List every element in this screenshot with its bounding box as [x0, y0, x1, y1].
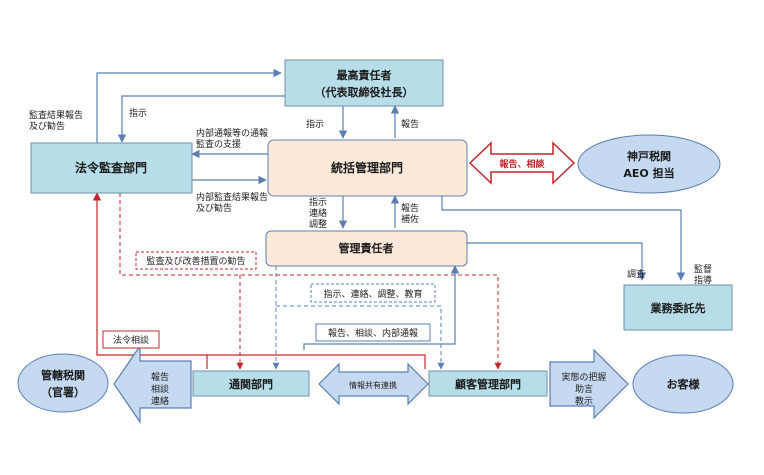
outsourcing-label: 業務委託先 — [650, 301, 706, 315]
manager-box[interactable]: 管理責任者 — [265, 230, 468, 267]
instruct-edu-labelbox: 指示、連絡、調整、教育 — [310, 283, 436, 303]
manager-label: 管理責任者 — [339, 241, 394, 255]
customer-ellipse[interactable]: お客様 — [632, 354, 734, 414]
to-customs-arrow: 報告 相談 連絡 — [113, 344, 192, 424]
report-consult-double-arrow: 報告、相談 — [468, 141, 576, 185]
red-connectors — [92, 192, 426, 369]
audit-report-line1: 監査結果報告 — [29, 109, 83, 121]
report-internal-labelbox: 報告、相談、内部通報 — [315, 323, 431, 342]
info-share-label: 情報共有連携 — [349, 380, 397, 390]
ceo-subtitle: （代表取締役社長） — [315, 85, 414, 99]
to-customer-line2: 助言 — [575, 383, 593, 395]
to-customs-line2: 相談 — [151, 383, 169, 395]
report-consult-label: 報告、相談 — [499, 158, 545, 170]
to-customs-line1: 報告 — [151, 371, 169, 383]
ceo-title: 最高責任者 — [337, 68, 392, 82]
ceo-box[interactable]: 最高責任者 （代表取締役社長） — [284, 59, 444, 107]
kobe-customs-name: 神戸税関 — [627, 149, 671, 163]
report-assist-2: 補佐 — [401, 213, 419, 225]
legal-consult-label: 法令相談 — [113, 334, 149, 346]
internal-audit-line1: 内部監査結果報告 — [196, 191, 268, 203]
legal-consult-labelbox: 法令相談 — [102, 330, 160, 349]
internal-report-line2: 監査の支援 — [196, 138, 241, 150]
instruct-ceo-label: 指示 — [129, 107, 147, 119]
general-mgmt-label: 統括管理部門 — [331, 160, 403, 175]
blue-dashed-connectors — [272, 266, 445, 370]
instruct-general-label: 指示 — [306, 118, 324, 130]
instruct-edu-label: 指示、連絡、調整、教育 — [323, 288, 422, 300]
jurisdiction-sub: （官署） — [41, 385, 85, 399]
supervise-2: 指導 — [694, 274, 712, 286]
legal-audit-box[interactable]: 法令監査部門 — [30, 142, 193, 194]
to-customer-line1: 実態の把握 — [561, 371, 606, 383]
kobe-customs-sub: AEO 担当 — [623, 166, 674, 180]
to-customer-line3: 教示 — [575, 395, 593, 407]
audit-report-line2: 及び勧告 — [29, 120, 65, 132]
jurisdiction-ellipse[interactable]: 管轄税関 （官署） — [17, 353, 109, 413]
customs-dept-label: 通関部門 — [229, 377, 273, 391]
instruct-liaise-1: 指示 — [309, 196, 327, 208]
customer-label: お客様 — [667, 377, 701, 391]
customer-mgmt-label: 顧客管理部門 — [455, 377, 521, 391]
internal-audit-line2: 及び勧告 — [196, 202, 232, 214]
report-ceo-label: 報告 — [401, 118, 419, 130]
customs-dept-box[interactable]: 通関部門 — [192, 370, 310, 397]
report-internal-label: 報告、相談、内部通報 — [328, 327, 418, 339]
blue-connectors — [96, 68, 686, 350]
general-mgmt-box[interactable]: 統括管理部門 — [267, 139, 468, 197]
report-assist-1: 報告 — [401, 202, 419, 214]
instruct-liaise-2: 連絡 — [309, 207, 327, 219]
audit-improve-label: 監査及び改善措置の勧告 — [146, 255, 245, 267]
survey-label: 調査 — [627, 268, 645, 280]
audit-improve-labelbox: 監査及び改善措置の勧告 — [135, 251, 257, 270]
customer-mgmt-box[interactable]: 顧客管理部門 — [428, 370, 548, 397]
instruct-liaise-3: 調整 — [309, 218, 327, 230]
info-share-double-arrow: 情報共有連携 — [318, 362, 429, 406]
red-dashed-connectors — [119, 193, 502, 370]
jurisdiction-name: 管轄税関 — [41, 368, 85, 382]
internal-report-line1: 内部通報等の通報 — [196, 127, 268, 139]
to-customer-arrow: 実態の把握 助言 教示 — [549, 348, 629, 420]
supervise-1: 監督 — [694, 263, 712, 275]
to-customs-line3: 連絡 — [151, 395, 169, 407]
outsourcing-box[interactable]: 業務委託先 — [623, 284, 733, 331]
kobe-customs-ellipse[interactable]: 神戸税関 AEO 担当 — [577, 134, 721, 194]
legal-audit-label: 法令監査部門 — [75, 160, 147, 175]
